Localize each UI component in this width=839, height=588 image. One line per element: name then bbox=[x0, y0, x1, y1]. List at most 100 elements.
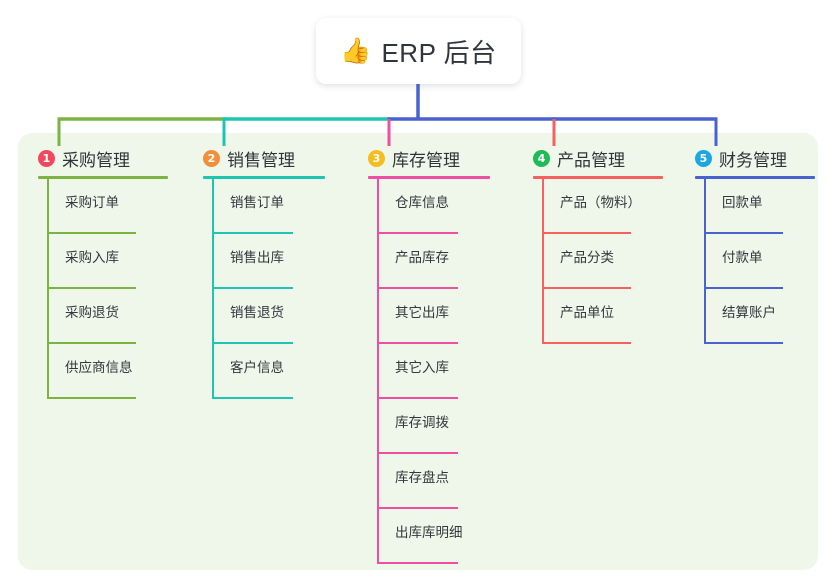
branch-underline bbox=[368, 176, 490, 179]
branch-item-underline bbox=[378, 342, 458, 344]
branch-item-label: 销售订单 bbox=[230, 195, 284, 210]
branch-item[interactable]: 产品单位 bbox=[533, 289, 663, 344]
branch-item-underline bbox=[213, 342, 293, 344]
branch-item-label: 其它入库 bbox=[395, 360, 449, 375]
branch-spine bbox=[704, 179, 706, 344]
branch-spine bbox=[47, 179, 49, 399]
branch-item[interactable]: 采购退货 bbox=[38, 289, 168, 344]
branch-header-1[interactable]: 1 采购管理 bbox=[38, 146, 168, 170]
branch-item-underline bbox=[48, 342, 136, 344]
diagram-background-panel bbox=[18, 133, 818, 570]
branch-header-5[interactable]: 5 财务管理 bbox=[695, 146, 815, 170]
branch-item-label: 产品（物料） bbox=[560, 195, 641, 210]
branch-item-underline bbox=[378, 287, 458, 289]
branch-item-underline bbox=[378, 397, 458, 399]
branch-underline bbox=[203, 176, 325, 179]
branch-item-label: 客户信息 bbox=[230, 360, 284, 375]
thumbs-up-icon: 👍 bbox=[340, 36, 372, 65]
branch-item-label: 产品单位 bbox=[560, 305, 614, 320]
branch-item[interactable]: 产品分类 bbox=[533, 234, 663, 289]
branch-column-4: 4 产品管理产品（物料） 产品分类产品单位 bbox=[533, 146, 663, 344]
branch-item[interactable]: 付款单 bbox=[695, 234, 815, 289]
branch-item-underline bbox=[543, 342, 631, 344]
branch-item-label: 付款单 bbox=[722, 250, 763, 265]
branch-header-3[interactable]: 3 库存管理 bbox=[368, 146, 490, 170]
branch-item[interactable]: 客户信息 bbox=[203, 344, 325, 399]
branch-item[interactable]: 库存盘点 bbox=[368, 454, 490, 509]
branch-column-3: 3 库存管理仓库信息产品库存其它出库其它入库库存调拨库存盘点出库库明细 bbox=[368, 146, 490, 564]
branch-item[interactable]: 出库库明细 bbox=[368, 509, 490, 564]
branch-item-label: 库存调拨 bbox=[395, 415, 449, 430]
branch-item-label: 销售出库 bbox=[230, 250, 284, 265]
branch-underline bbox=[695, 176, 815, 179]
branch-item-underline bbox=[705, 232, 783, 234]
branch-item[interactable]: 采购订单 bbox=[38, 179, 168, 234]
branch-title: 库存管理 bbox=[392, 150, 460, 170]
branch-column-2: 2 销售管理销售订单销售出库销售退货客户信息 bbox=[203, 146, 325, 399]
branch-item-underline bbox=[213, 397, 293, 399]
branch-item[interactable]: 采购入库 bbox=[38, 234, 168, 289]
root-node-title: ERP 后台 bbox=[381, 37, 497, 68]
branch-item-label: 结算账户 bbox=[722, 305, 776, 320]
branch-spine bbox=[212, 179, 214, 399]
branch-item-list: 回款单付款单结算账户 bbox=[695, 179, 815, 344]
branch-spine bbox=[377, 179, 379, 564]
branch-item-underline bbox=[48, 287, 136, 289]
branch-item-label: 回款单 bbox=[722, 195, 763, 210]
branch-item[interactable]: 产品库存 bbox=[368, 234, 490, 289]
branch-item-underline bbox=[705, 342, 783, 344]
branch-item[interactable]: 产品（物料） bbox=[533, 179, 663, 234]
branch-item-underline bbox=[543, 232, 631, 234]
branch-item-underline bbox=[705, 287, 783, 289]
branch-number-badge: 5 bbox=[695, 149, 712, 167]
branch-header-4[interactable]: 4 产品管理 bbox=[533, 146, 663, 170]
branch-item-underline bbox=[378, 562, 458, 564]
branch-header-2[interactable]: 2 销售管理 bbox=[203, 146, 325, 170]
branch-item[interactable]: 销售出库 bbox=[203, 234, 325, 289]
branch-item-underline bbox=[543, 287, 631, 289]
branch-number-badge: 3 bbox=[368, 149, 385, 167]
branch-item-label: 销售退货 bbox=[230, 305, 284, 320]
branch-underline bbox=[533, 176, 663, 179]
branch-item-list: 销售订单销售出库销售退货客户信息 bbox=[203, 179, 325, 399]
branch-item[interactable]: 其它入库 bbox=[368, 344, 490, 399]
branch-item[interactable]: 销售订单 bbox=[203, 179, 325, 234]
branch-item-underline bbox=[378, 507, 458, 509]
branch-item-label: 供应商信息 bbox=[65, 360, 133, 375]
branch-number-badge: 1 bbox=[38, 149, 55, 167]
branch-title: 财务管理 bbox=[719, 150, 787, 170]
branch-item-label: 产品分类 bbox=[560, 250, 614, 265]
branch-item[interactable]: 库存调拨 bbox=[368, 399, 490, 454]
branch-item-list: 仓库信息产品库存其它出库其它入库库存调拨库存盘点出库库明细 bbox=[368, 179, 490, 564]
branch-underline bbox=[38, 176, 168, 179]
branch-item-label: 其它出库 bbox=[395, 305, 449, 320]
branch-item-label: 采购退货 bbox=[65, 305, 119, 320]
branch-column-5: 5 财务管理回款单付款单结算账户 bbox=[695, 146, 815, 344]
branch-item[interactable]: 销售退货 bbox=[203, 289, 325, 344]
branch-item-underline bbox=[378, 452, 458, 454]
branch-item-underline bbox=[48, 232, 136, 234]
branch-item-label: 出库库明细 bbox=[395, 525, 463, 540]
branch-number-badge: 4 bbox=[533, 149, 550, 167]
branch-title: 销售管理 bbox=[227, 150, 295, 170]
branch-number-badge: 2 bbox=[203, 149, 220, 167]
branch-item-label: 采购入库 bbox=[65, 250, 119, 265]
branch-item[interactable]: 供应商信息 bbox=[38, 344, 168, 399]
branch-item-underline bbox=[213, 232, 293, 234]
branch-item-label: 仓库信息 bbox=[395, 195, 449, 210]
branch-spine bbox=[542, 179, 544, 344]
branch-item-underline bbox=[213, 287, 293, 289]
branch-title: 产品管理 bbox=[557, 150, 625, 170]
branch-title: 采购管理 bbox=[62, 150, 130, 170]
branch-item-label: 产品库存 bbox=[395, 250, 449, 265]
root-node-erp-backend[interactable]: 👍 ERP 后台 bbox=[316, 18, 521, 84]
branch-item-list: 产品（物料） 产品分类产品单位 bbox=[533, 179, 663, 344]
branch-item-list: 采购订单采购入库采购退货供应商信息 bbox=[38, 179, 168, 399]
branch-item-label: 库存盘点 bbox=[395, 470, 449, 485]
branch-item[interactable]: 其它出库 bbox=[368, 289, 490, 344]
branch-item[interactable]: 回款单 bbox=[695, 179, 815, 234]
branch-column-1: 1 采购管理采购订单采购入库采购退货供应商信息 bbox=[38, 146, 168, 399]
branch-item[interactable]: 结算账户 bbox=[695, 289, 815, 344]
branch-item[interactable]: 仓库信息 bbox=[368, 179, 490, 234]
